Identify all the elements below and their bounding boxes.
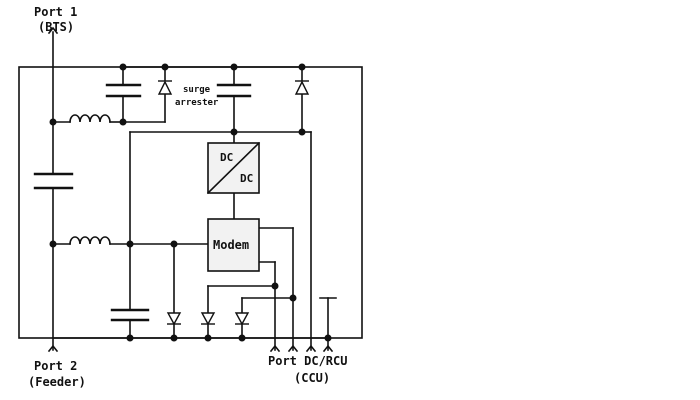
diode-bottom-3	[234, 312, 250, 326]
surge-sublabel: arrester	[175, 98, 219, 108]
port2-label: Port 2	[34, 359, 78, 373]
port-dc-arrow-3	[305, 344, 317, 353]
series-capacitor	[33, 172, 74, 190]
port2-sublabel: (Feeder)	[28, 375, 86, 389]
dcdc-top-label: DC	[220, 151, 234, 164]
port-dc-rcu-label: Port DC/RCU	[268, 354, 348, 368]
diode-top-1	[157, 80, 173, 95]
port1-label: Port 1	[34, 5, 78, 19]
diode-bottom-1	[166, 312, 182, 326]
port2-arrow	[47, 344, 59, 353]
modem-label: Modem	[213, 238, 250, 252]
port1-sublabel: (BTS)	[38, 20, 75, 34]
port-dc-arrow-2	[287, 344, 299, 353]
lower-inductor	[69, 236, 111, 245]
port-dc-arrow-1	[269, 344, 281, 353]
diode-bottom-2	[200, 312, 216, 326]
upper-inductor	[69, 114, 111, 123]
top-capacitor-1	[105, 83, 142, 98]
dcdc-bottom-label: DC	[240, 172, 254, 185]
surge-label: surge	[183, 85, 211, 95]
port1-arrow	[47, 26, 59, 35]
modem-box	[207, 218, 260, 272]
lower-capacitor	[110, 308, 150, 322]
port-ccu-label: (CCU)	[294, 371, 331, 385]
surge-arrester-element	[216, 83, 252, 98]
diode-top-2	[294, 80, 310, 95]
port-dc-arrow-4	[322, 344, 334, 353]
junction-dots	[49, 63, 332, 342]
